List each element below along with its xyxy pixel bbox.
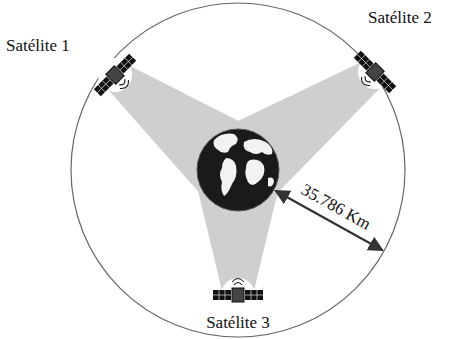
distance-label: 35.786 Km bbox=[298, 180, 374, 234]
satellite-icon bbox=[346, 49, 398, 101]
satellite-label: Satélite 3 bbox=[206, 313, 270, 333]
satellite-label: Satélite 2 bbox=[368, 8, 432, 28]
earth-globe bbox=[197, 129, 279, 211]
satellite-icon bbox=[213, 278, 263, 312]
satellite-icon bbox=[92, 52, 144, 104]
satellite-label: Satélite 1 bbox=[6, 36, 70, 56]
orbit-circle bbox=[71, 3, 405, 337]
